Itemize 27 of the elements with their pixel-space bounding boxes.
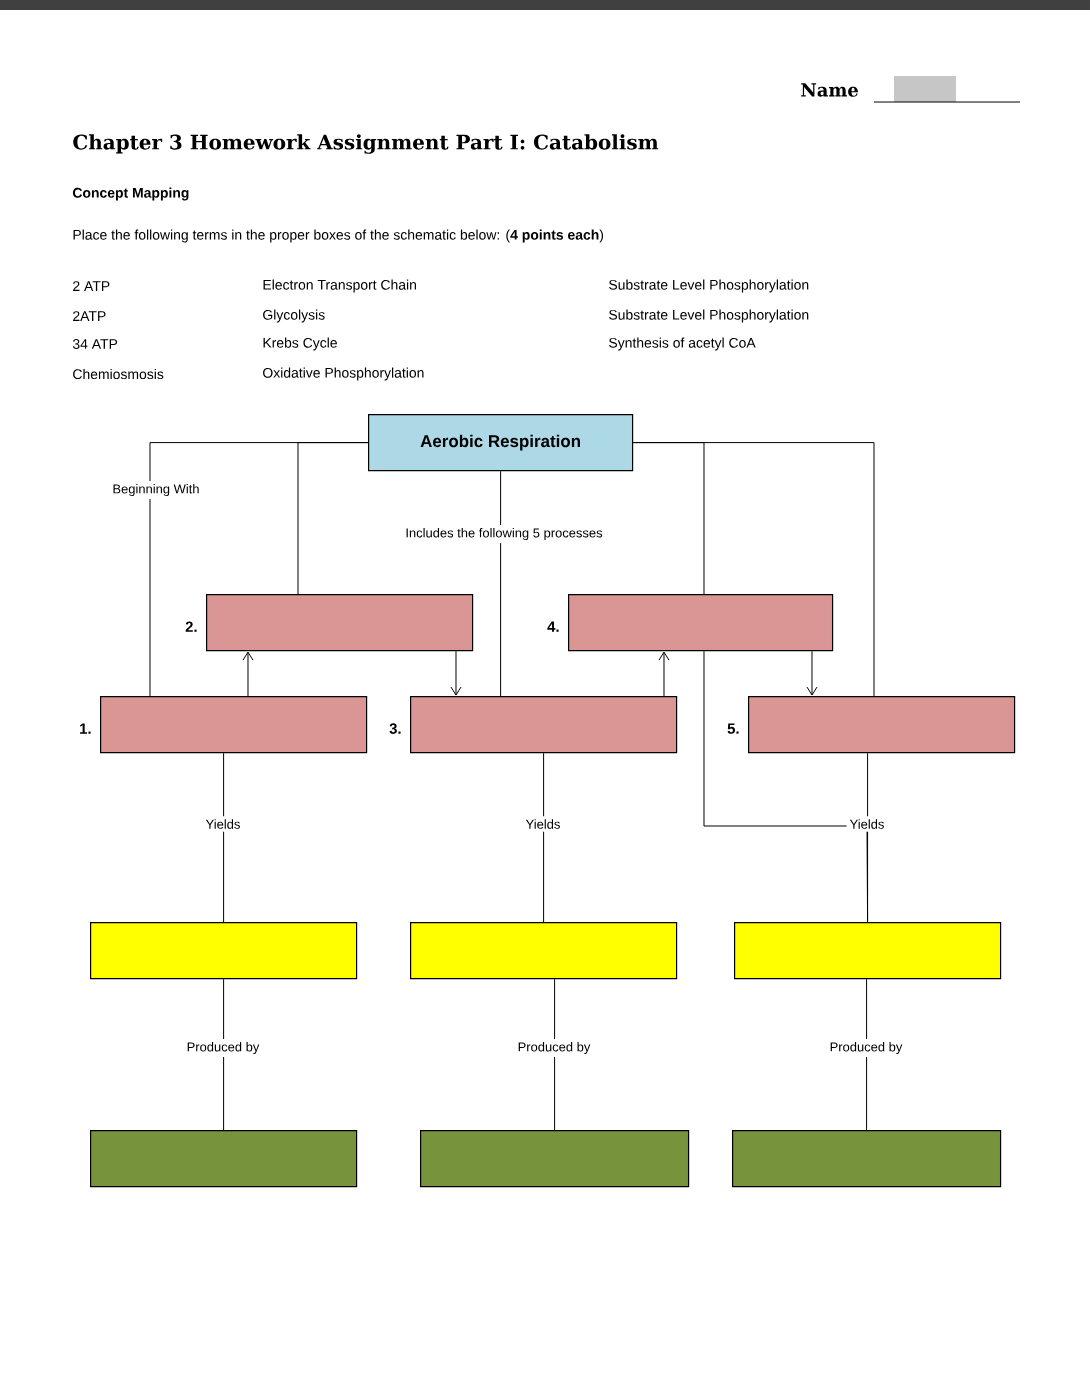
answer-box: [90, 922, 358, 980]
connector-line: [632, 442, 875, 697]
connector-line: [703, 650, 869, 923]
connector-line: [297, 442, 369, 595]
process-box: [568, 594, 834, 652]
answer-box: [410, 922, 678, 980]
arrow: [450, 650, 462, 696]
arrow: [242, 651, 254, 697]
connector-line: [223, 752, 225, 923]
process-box: [206, 594, 474, 652]
title-box: Aerobic Respiration: [368, 414, 634, 472]
process-box: [410, 696, 678, 754]
process-box: [100, 696, 368, 754]
connector-line: [500, 470, 502, 697]
connector-line: [554, 978, 556, 1131]
process-box: [748, 696, 1016, 754]
arrow: [658, 651, 670, 697]
answer-box: [732, 1130, 1002, 1188]
connector-line: [223, 978, 225, 1131]
arrow: [806, 650, 818, 696]
connector-line: [866, 978, 868, 1131]
title: Chapter 3 Homework Assignment Part I: Catabolism: [73, 134, 659, 154]
answer-box: [420, 1130, 690, 1188]
answer-box: [734, 922, 1002, 980]
connector-line: [543, 752, 545, 923]
name-label: Name: [801, 83, 858, 97]
answer-box: [90, 1130, 358, 1188]
